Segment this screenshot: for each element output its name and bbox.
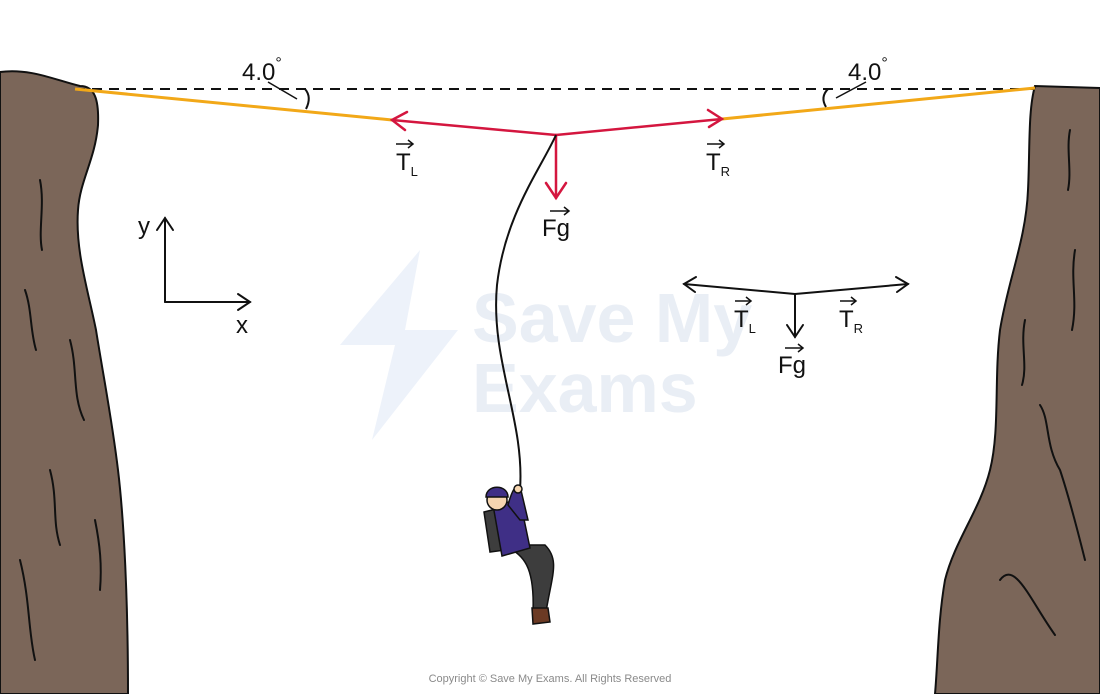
fbd-tension-right-vector (794, 283, 909, 295)
rope-left (74, 87, 393, 122)
svg-text:Fg: Fg (542, 215, 570, 242)
y-axis-label: y (138, 213, 150, 240)
fbd-label-gravity: Fg (778, 343, 806, 379)
left-cliff-cracks (19, 179, 102, 661)
watermark-line1: Save My (472, 279, 752, 357)
angle-arc-left (304, 88, 310, 110)
gravity-arrowhead (544, 181, 568, 201)
copyright-notice: Copyright © Save My Exams. All Rights Re… (429, 673, 672, 685)
svg-text:Fg: Fg (778, 352, 806, 379)
fbd-tension-right-arrowhead (895, 276, 910, 293)
angle-leader-left (267, 81, 298, 100)
left-cliff (0, 70, 130, 694)
person-helmet-icon (485, 486, 509, 498)
angle-arc-right (822, 88, 829, 108)
tension-right-arrowhead (706, 108, 725, 129)
y-axis-arrowhead (156, 216, 174, 231)
hanging-rope (495, 134, 557, 491)
svg-text:TL: TL (396, 149, 418, 179)
axes-indicator (156, 216, 252, 311)
free-body-diagram (682, 276, 910, 339)
angle-label-left: 4.0° (242, 55, 282, 86)
x-axis-label: x (236, 312, 248, 339)
tension-left-vector (390, 118, 558, 137)
label-tension-right: TR (706, 139, 730, 179)
fbd-gravity-arrowhead (786, 324, 804, 339)
angle-leader-right (835, 81, 867, 99)
label-gravity: Fg (542, 206, 571, 242)
fbd-tension-left-arrowhead (682, 276, 697, 293)
svg-text:TL: TL (734, 306, 756, 336)
angle-label-right: 4.0° (848, 55, 888, 86)
person-hands (513, 484, 523, 494)
tension-left-arrowhead (389, 110, 409, 132)
right-cliff-cracks (999, 129, 1086, 636)
svg-text:TR: TR (706, 149, 730, 179)
person-hanging (483, 484, 555, 625)
force-vectors (389, 108, 725, 201)
right-cliff (933, 84, 1100, 694)
watermark-bolt-icon (340, 250, 458, 440)
fbd-label-tension-left: TL (734, 296, 756, 336)
tension-right-vector (554, 117, 724, 137)
fbd-label-tension-right: TR (839, 296, 863, 336)
watermark: Save My Exams (340, 250, 752, 440)
svg-text:TR: TR (839, 306, 863, 336)
x-axis-arrowhead (237, 293, 252, 311)
rope-right (721, 86, 1036, 121)
watermark-line2: Exams (472, 349, 698, 427)
fbd-tension-left-vector (683, 283, 796, 295)
person-boots (531, 607, 551, 625)
label-tension-left: TL (396, 139, 418, 179)
person-legs (502, 544, 555, 613)
